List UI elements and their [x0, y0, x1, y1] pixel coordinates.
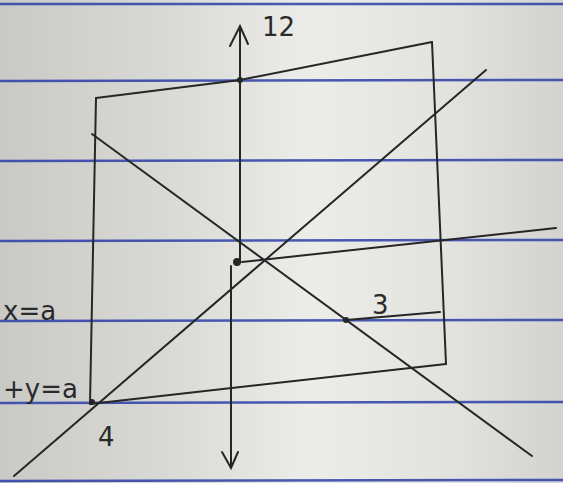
- axis-value: 3: [372, 292, 389, 318]
- points: [89, 77, 349, 405]
- sketch-lines: [14, 26, 556, 476]
- axis-value: 12: [262, 14, 295, 40]
- axis-value: 4: [98, 424, 115, 450]
- equation: +y=a: [3, 376, 78, 402]
- ruled-lines: [0, 4, 563, 481]
- equation: x=a: [3, 298, 56, 324]
